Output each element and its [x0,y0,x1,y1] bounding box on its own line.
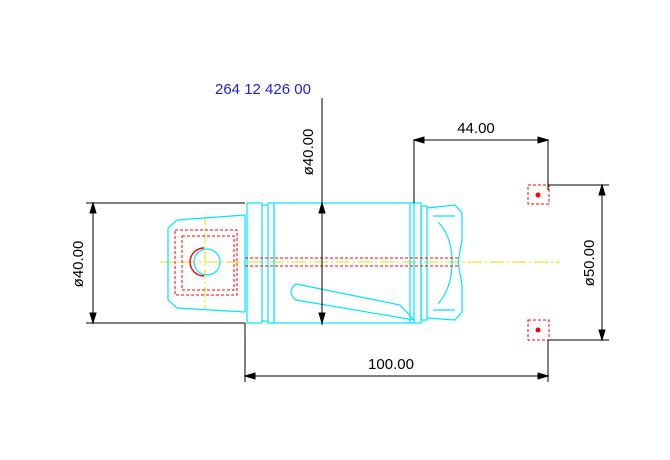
part-number-label: 264 12 426 00 [215,81,311,98]
dim-center-diameter: ø40.00 [300,129,317,176]
part-body [167,202,463,324]
dim-left-diameter: ø40.00 [70,241,87,288]
dim-right-diameter: ø50.00 [581,240,598,287]
mount-points [535,192,541,333]
centerlines [160,215,560,310]
dimension-lines [86,98,609,382]
hidden-lines [174,184,550,341]
dim-bottom-length: 100.00 [368,356,414,373]
dim-top-width: 44.00 [457,120,495,137]
bore-circle [189,247,205,277]
bore-circle-inner [193,248,221,276]
